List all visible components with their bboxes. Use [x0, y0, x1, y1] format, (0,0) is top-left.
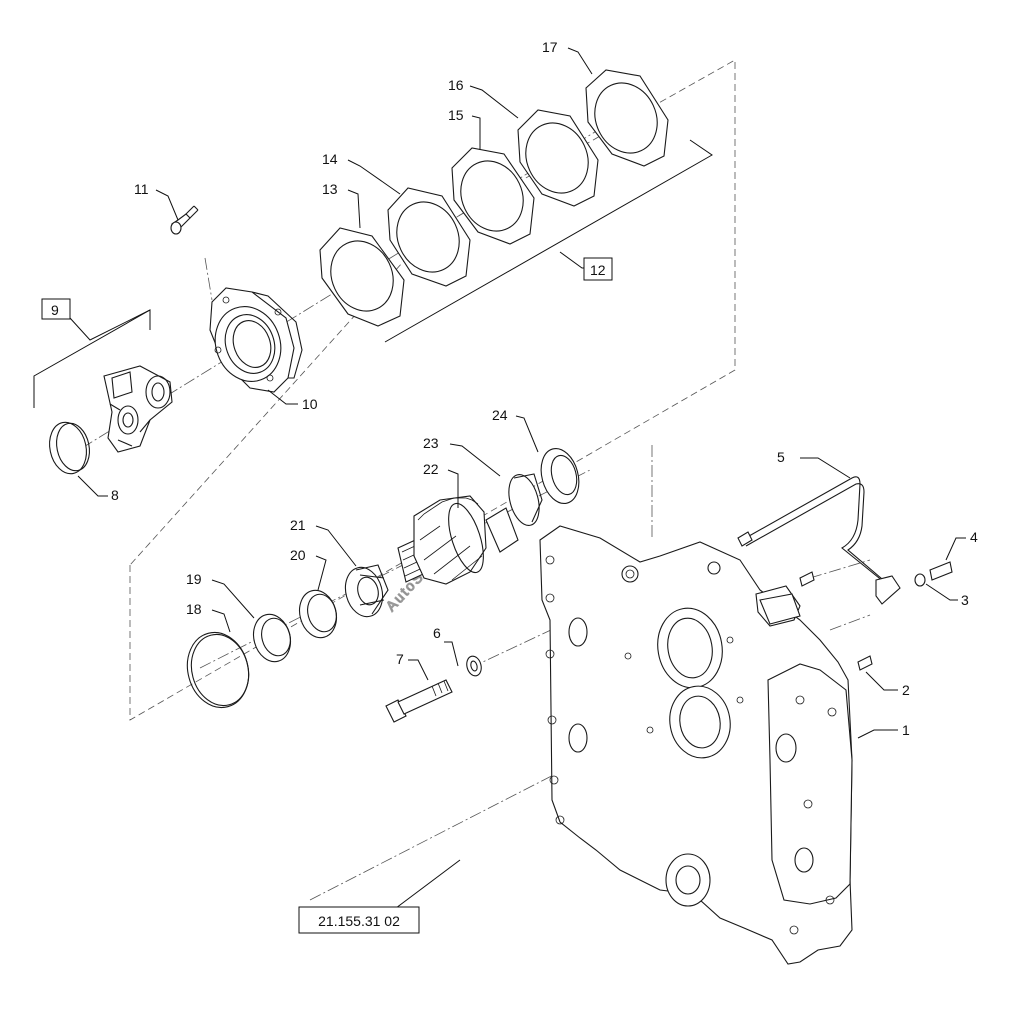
callout-14: 14 [322, 151, 338, 167]
callout-box-12 [583, 257, 613, 281]
bearing-23-race-24 [508, 448, 580, 526]
part-8-cap [49, 421, 90, 475]
callout-11: 11 [134, 181, 149, 197]
part-11-bolt [170, 205, 199, 235]
part-10-flange [209, 287, 303, 393]
reference-code-box [298, 906, 420, 934]
bolt-7-washer-6 [385, 655, 482, 723]
callout-22: 22 [423, 461, 439, 477]
callout-3: 3 [961, 592, 969, 608]
callout-box-9 [41, 298, 71, 320]
reference-code: 21.155.31 02 [318, 913, 400, 929]
callout-9: 9 [51, 302, 59, 318]
part-9-yoke [33, 309, 173, 453]
callout-4: 4 [970, 529, 978, 545]
callout-24: 24 [492, 407, 508, 423]
callout-7: 7 [396, 651, 404, 667]
callout-8: 8 [111, 487, 119, 503]
bearing-parts-18-21 [186, 564, 389, 709]
callout-21: 21 [290, 517, 306, 533]
callout-12: 12 [590, 262, 606, 278]
callout-19: 19 [186, 571, 202, 587]
callout-18: 18 [186, 601, 202, 617]
callout-6: 6 [433, 625, 441, 641]
callout-15: 15 [448, 107, 464, 123]
callout-5: 5 [777, 449, 785, 465]
callout-2: 2 [902, 682, 910, 698]
gaskets-13-17 [319, 69, 713, 343]
callout-10: 10 [302, 396, 318, 412]
part-5-pipe [737, 476, 901, 605]
callout-leaders [69, 47, 966, 921]
callout-23: 23 [423, 435, 439, 451]
part-22-gear-shaft [397, 495, 519, 585]
callout-16: 16 [448, 77, 464, 93]
callout-13: 13 [322, 181, 338, 197]
callout-1: 1 [902, 722, 910, 738]
callout-20: 20 [290, 547, 306, 563]
part-1-housing [539, 525, 853, 965]
callout-17: 17 [542, 39, 558, 55]
studs-2-3-4 [799, 561, 953, 671]
callout-labels: 1 2 3 4 5 6 7 8 9 10 11 12 13 14 15 16 1… [51, 39, 978, 929]
